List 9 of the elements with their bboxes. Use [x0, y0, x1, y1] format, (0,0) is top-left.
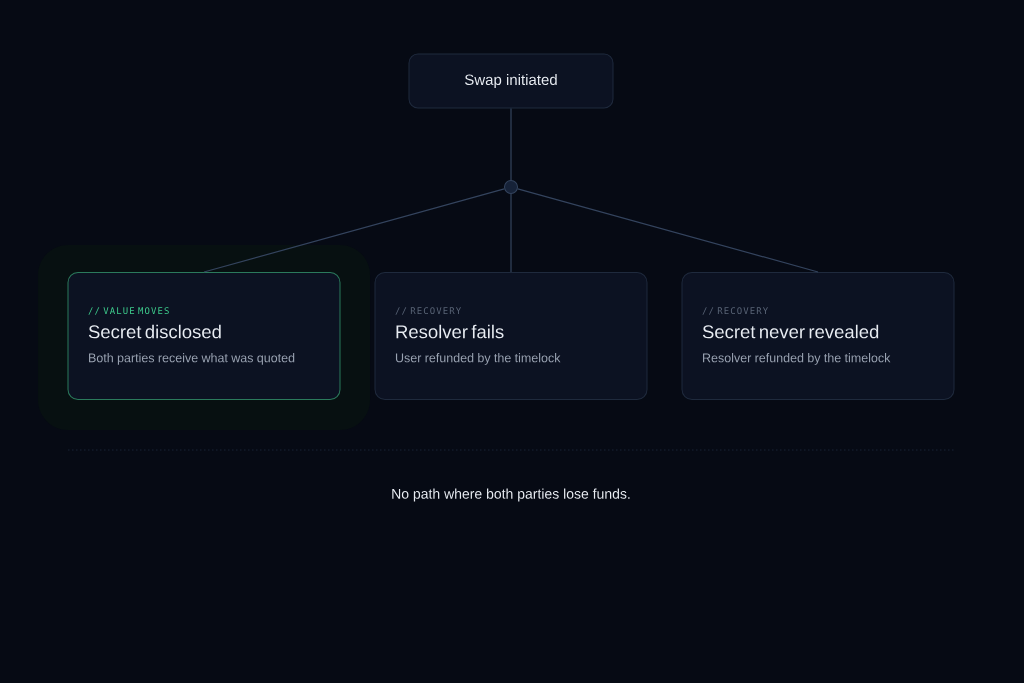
outcome-card: // VALUE MOVES Secret disclosed Both parties receive what was quoted: [67, 272, 341, 400]
outcome-card: // RECOVERY Secret never revealed Resolver refunded by the timelock: [681, 272, 955, 400]
connector-line: [517, 188, 819, 273]
connector-line: [510, 193, 512, 273]
process-box: Swap initiated: [408, 53, 614, 109]
footnote-text: No path where both parties lose funds.: [392, 488, 630, 502]
outcome-card: // RECOVERY Resolver fails User refunded by the timelock: [374, 272, 648, 400]
connector-line: [510, 107, 512, 181]
connector-line: [203, 188, 505, 273]
